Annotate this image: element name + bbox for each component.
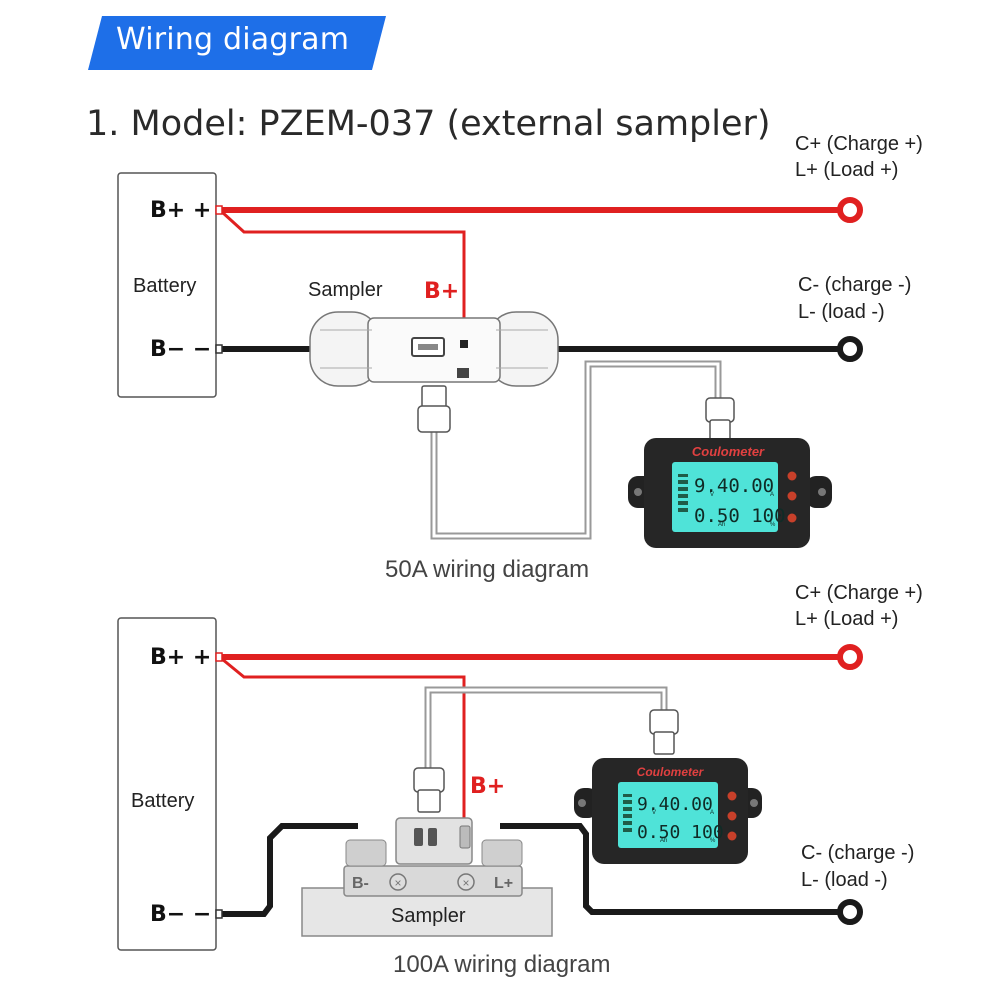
meter-brand: Coulometer	[692, 444, 765, 459]
usb-plug-50a-meter	[705, 397, 735, 441]
meter-reading-1: 9.40.00	[637, 794, 713, 815]
load-plus-label: L+ (Load +)	[795, 159, 899, 181]
battery-positive-label: B+ +	[150, 645, 212, 670]
meter-unit-a: A	[770, 492, 774, 498]
caption-100a: 100A wiring diagram	[393, 951, 611, 978]
diagram-50a: Coulometer 9.40.00 0.50 100 V A Ah %	[117, 172, 863, 548]
positive-terminal-ring	[837, 644, 863, 670]
load-plus-label: L+ (Load +)	[795, 608, 899, 630]
caption-50a: 50A wiring diagram	[385, 556, 590, 583]
meter-button-1	[727, 791, 737, 801]
meter-button-2	[727, 811, 737, 821]
meter-unit-v: V	[710, 492, 714, 498]
header-banner	[88, 16, 386, 70]
meter-brand: Coulometer	[637, 765, 705, 779]
usb-plug-50a-lower	[417, 385, 451, 433]
model-title: 1. Model: PZEM-037 (external sampler)	[86, 104, 771, 144]
shunt-label-lplus: L+	[494, 875, 513, 892]
battery-positive-label: B+ +	[150, 198, 212, 223]
meter-unit-v: V	[652, 810, 656, 816]
header-banner-text: Wiring diagram	[116, 22, 350, 57]
meter-unit-ah: Ah	[718, 522, 725, 528]
positive-terminal-ring	[837, 197, 863, 223]
battery-label: Battery	[133, 275, 197, 297]
meter-unit-pct: %	[770, 522, 776, 528]
charge-minus-label: C- (charge -)	[798, 274, 912, 296]
coulometer-100a: Coulometer 9.40.00 0.50 100 V A Ah %	[574, 758, 762, 864]
meter-reading-2: 0.50 100	[694, 505, 786, 527]
coulometer-50a: Coulometer 9.40.00 0.50 100 V A Ah %	[628, 438, 832, 548]
meter-reading-2: 0.50 100	[637, 822, 724, 843]
sampler-100a: × × B- L+	[301, 817, 553, 937]
meter-lcd	[672, 462, 778, 532]
meter-button-2	[787, 491, 797, 501]
shunt-screw-x: ×	[394, 876, 401, 890]
sampler-bplus-label: B+	[470, 774, 506, 799]
sampler-label: Sampler	[308, 279, 383, 301]
meter-button-3	[727, 831, 737, 841]
negative-wire	[222, 823, 863, 925]
meter-button-3	[787, 513, 797, 523]
battery-box	[117, 617, 217, 951]
load-minus-label: L- (load -)	[801, 869, 888, 891]
meter-lcd	[618, 782, 718, 848]
shunt-label-bminus: B-	[352, 875, 369, 892]
svg-text:×: ×	[462, 876, 469, 890]
positive-wire	[216, 197, 863, 342]
diagram-100a: × × B- L+ Coulometer 9.40.00 0.5	[117, 617, 863, 951]
sampler-50a	[309, 311, 559, 387]
meter-unit-a: A	[710, 810, 714, 816]
negative-terminal-ring	[837, 336, 863, 362]
charge-plus-label: C+ (Charge +)	[795, 582, 923, 604]
charge-minus-label: C- (charge -)	[801, 842, 915, 864]
charge-plus-label: C+ (Charge +)	[795, 133, 923, 155]
negative-terminal-ring	[837, 899, 863, 925]
battery-negative-label: B− −	[150, 337, 212, 362]
battery-negative-label: B− −	[150, 902, 212, 927]
meter-unit-pct: %	[710, 838, 716, 844]
meter-unit-ah: Ah	[660, 838, 667, 844]
usb-plug-100a-meter	[649, 709, 679, 755]
usb-plug-100a-sampler	[413, 767, 445, 813]
battery-label: Battery	[131, 790, 195, 812]
meter-reading-1: 9.40.00	[694, 475, 774, 497]
sampler-bplus-label: B+	[424, 279, 460, 304]
load-minus-label: L- (load -)	[798, 301, 885, 323]
meter-button-1	[787, 471, 797, 481]
negative-wire	[222, 336, 863, 362]
positive-wire	[216, 644, 863, 838]
sampler-label: Sampler	[391, 905, 466, 927]
battery-box	[117, 172, 217, 398]
